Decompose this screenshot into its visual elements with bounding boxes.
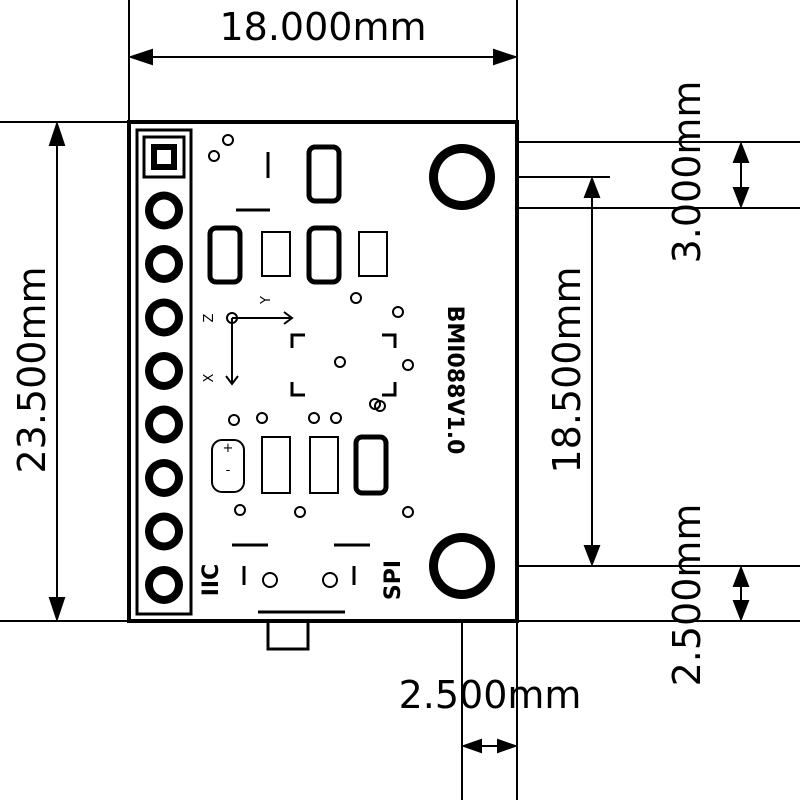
axis-z-label: Z [202, 313, 217, 322]
mounting-hole-top [429, 144, 495, 210]
pin-row [145, 191, 183, 604]
dim-board-width: 18.000mm [220, 5, 427, 49]
via [228, 414, 240, 426]
via [392, 306, 404, 318]
via [234, 504, 246, 516]
pin-hole [153, 360, 175, 382]
pin-header [135, 128, 193, 616]
mounting-hole-bottom [429, 533, 495, 599]
battery-plus: + [223, 441, 234, 456]
pin-hole [153, 467, 175, 489]
via [208, 150, 220, 162]
via [350, 292, 362, 304]
dim-hole-offset-bottom: 2.500mm [665, 504, 709, 687]
iic-label: IIC [199, 564, 224, 597]
via [330, 412, 342, 424]
pin-hole [153, 306, 175, 329]
pin-hole [153, 413, 175, 436]
pin-hole [153, 520, 175, 543]
dim-board-height: 23.500mm [10, 267, 54, 474]
via [294, 506, 306, 518]
dimension-arrows [48, 48, 750, 754]
via [256, 412, 268, 424]
via [402, 506, 414, 518]
axis-y-label: Y [259, 296, 274, 305]
pin-hole [153, 574, 175, 596]
vias [208, 134, 414, 518]
pin-1-square [142, 135, 186, 179]
board-title: BMI088V1.0 [442, 306, 467, 455]
via [222, 134, 234, 146]
pin-hole [153, 253, 175, 275]
battery-minus: - [226, 463, 231, 478]
silkscreen [207, 144, 397, 651]
spi-label: SPI [381, 560, 406, 600]
dim-hole-offset-right: 2.500mm [399, 673, 582, 717]
axis-x-label: X [202, 373, 217, 382]
via [308, 412, 320, 424]
via [374, 400, 386, 412]
dim-hole-spacing: 18.500mm [545, 267, 589, 474]
dim-hole-offset-top: 3.000mm [665, 81, 709, 264]
pin-hole [153, 199, 175, 222]
via [334, 356, 346, 368]
via [402, 359, 414, 371]
